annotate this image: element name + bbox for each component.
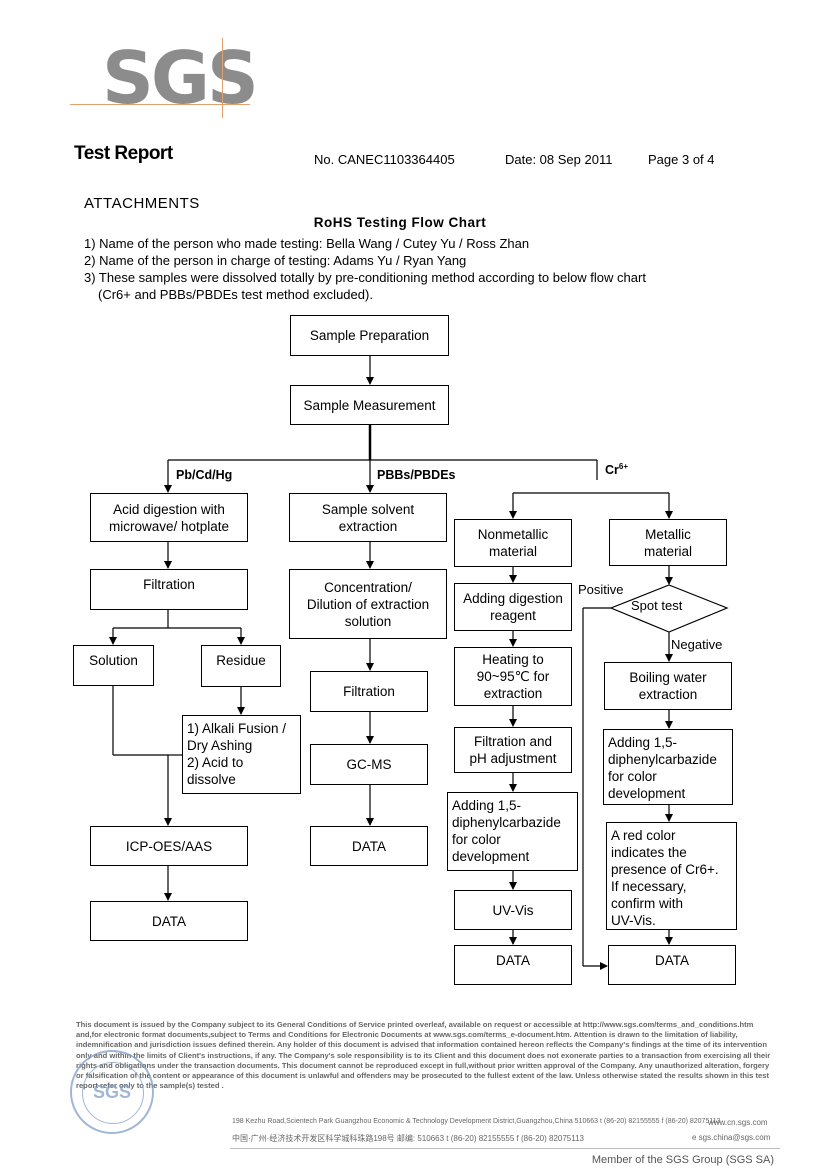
logo-rule-horizontal bbox=[70, 104, 250, 105]
digestion-reagent-box: Adding digestion reagent bbox=[454, 583, 572, 631]
spot-test-label: Spot test bbox=[631, 598, 683, 613]
red-color-box: A red color indicates the presence of Cr… bbox=[606, 822, 737, 930]
box-label: Adding digestion reagent bbox=[463, 591, 563, 623]
box-label: DATA bbox=[654, 953, 689, 968]
branch-cr-text: Cr bbox=[605, 463, 619, 478]
logo-rule-vertical bbox=[222, 38, 223, 118]
branch-cr-superscript: 6+ bbox=[618, 462, 629, 471]
pb-data-box: DATA bbox=[90, 901, 248, 941]
address-chinese: 中国·广州·经济技术开发区科学城科珠路198号 邮编: 510663 t (86… bbox=[232, 1134, 584, 1143]
note-line: 2) Name of the person in charge of testi… bbox=[84, 253, 467, 268]
box-label: Nonmetallic material bbox=[477, 527, 549, 559]
note-line: (Cr6+ and PBBs/PBDEs test method exclude… bbox=[98, 287, 373, 302]
uv-vis-box: UV-Vis bbox=[454, 890, 572, 930]
box-label: DATA bbox=[351, 838, 386, 854]
website-text: www.cn.sgs.com bbox=[708, 1118, 768, 1127]
attachments-heading: ATTACHMENTS bbox=[84, 195, 200, 212]
heating-box: Heating to 90~95℃ for extraction bbox=[454, 647, 572, 706]
box-label: Filtration bbox=[143, 577, 195, 592]
box-label: Solution bbox=[89, 653, 138, 668]
box-label: GC-MS bbox=[346, 757, 392, 772]
note-line: 3) These samples were dissolved totally … bbox=[84, 270, 646, 285]
pbb-filtration-box: Filtration bbox=[310, 671, 428, 712]
box-label: Acid digestion with microwave/ hotplate bbox=[108, 501, 230, 534]
metallic-material-box: Metallic material bbox=[609, 519, 727, 566]
branch-label-pb-cd-hg: Pb/Cd/Hg bbox=[176, 468, 233, 482]
box-label: Concentration/ Dilution of extraction so… bbox=[306, 579, 430, 629]
page-number: Page 3 of 4 bbox=[648, 152, 715, 167]
nonmetal-diphenylcarbazide-box: Adding 1,5- diphenylcarbazide for color … bbox=[447, 792, 578, 871]
member-text: Member of the SGS Group (SGS SA) bbox=[591, 1154, 774, 1166]
metal-diphenylcarbazide-box: Adding 1,5- diphenylcarbazide for color … bbox=[603, 729, 733, 805]
nonmetal-data-box: DATA bbox=[454, 945, 572, 985]
email-text: e sgs.china@sgs.com bbox=[692, 1133, 771, 1142]
residue-box: Residue bbox=[201, 645, 281, 687]
report-title: Test Report bbox=[74, 143, 173, 164]
pb-filtration-box: Filtration bbox=[90, 569, 248, 610]
boiling-water-box: Boiling water extraction bbox=[604, 662, 732, 710]
report-number: No. CANEC1103364405 bbox=[314, 152, 455, 167]
solution-box: Solution bbox=[73, 645, 154, 686]
box-label: 1) Alkali Fusion / Dry Ashing 2) Acid to… bbox=[187, 721, 287, 787]
solvent-extraction-box: Sample solvent extraction bbox=[289, 493, 447, 542]
branch-label-pbbs-pbdes: PBBs/PBDEs bbox=[377, 468, 456, 482]
stamp-inner-ring bbox=[82, 1062, 144, 1124]
positive-label: Positive bbox=[578, 582, 624, 597]
box-label: Residue bbox=[216, 653, 266, 668]
concentration-box: Concentration/ Dilution of extraction so… bbox=[289, 569, 447, 639]
icp-oes-aas-box: ICP-OES/AAS bbox=[90, 826, 248, 866]
pbb-data-box: DATA bbox=[310, 826, 428, 866]
sgs-logo: SGS bbox=[70, 38, 259, 118]
alkali-fusion-box: 1) Alkali Fusion / Dry Ashing 2) Acid to… bbox=[182, 715, 301, 794]
sample-measurement-box: Sample Measurement bbox=[290, 385, 449, 425]
stamp-text: SGS bbox=[92, 1082, 131, 1102]
box-label: Filtration and pH adjustment bbox=[469, 734, 557, 766]
note-line: 1) Name of the person who made testing: … bbox=[84, 236, 530, 251]
metal-data-box: DATA bbox=[608, 945, 736, 985]
negative-label: Negative bbox=[671, 637, 723, 652]
gc-ms-box: GC-MS bbox=[310, 744, 428, 785]
flow-connectors bbox=[109, 355, 729, 970]
nonmetallic-material-box: Nonmetallic material bbox=[454, 519, 572, 567]
box-label: Sample solvent extraction bbox=[321, 501, 415, 534]
box-label: Adding 1,5- diphenylcarbazide for color … bbox=[452, 798, 561, 864]
box-label: A red color indicates the presence of Cr… bbox=[611, 828, 719, 928]
box-label: ICP-OES/AAS bbox=[125, 838, 213, 854]
acid-digestion-box: Acid digestion with microwave/ hotplate bbox=[90, 493, 248, 542]
sample-preparation-box: Sample Preparation bbox=[290, 315, 449, 356]
footer-divider bbox=[230, 1148, 780, 1149]
box-label: Sample Preparation bbox=[309, 328, 430, 343]
address-english: 198 Kezhu Road,Scientech Park Guangzhou … bbox=[232, 1118, 721, 1125]
disclaimer-text: This document is issued by the Company s… bbox=[76, 1020, 771, 1091]
box-label: DATA bbox=[495, 953, 530, 968]
box-label: Heating to 90~95℃ for extraction bbox=[476, 652, 550, 701]
box-label: Sample Measurement bbox=[303, 397, 436, 413]
flow-chart-title: RoHS Testing Flow Chart bbox=[313, 215, 487, 230]
box-label: DATA bbox=[151, 913, 186, 929]
report-date: Date: 08 Sep 2011 bbox=[505, 152, 613, 167]
box-label: Adding 1,5- diphenylcarbazide for color … bbox=[608, 735, 717, 801]
box-label: UV-Vis bbox=[492, 902, 534, 918]
box-label: Boiling water extraction bbox=[629, 670, 707, 702]
box-label: Filtration bbox=[343, 684, 395, 699]
branch-label-cr6: Cr6+ bbox=[605, 462, 628, 477]
sgs-stamp: SGS bbox=[70, 1050, 154, 1134]
ph-adjustment-box: Filtration and pH adjustment bbox=[454, 727, 572, 773]
box-label: Metallic material bbox=[643, 526, 692, 559]
